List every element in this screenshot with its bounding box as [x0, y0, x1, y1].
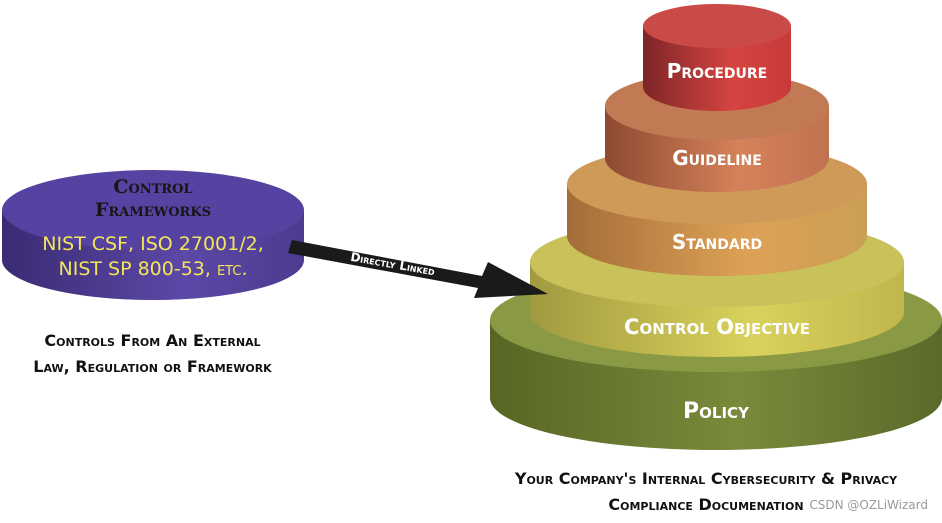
tier-policy-label: Policy: [683, 399, 750, 424]
left-caption-line1: Controls From An External: [44, 331, 261, 350]
watermark: CSDN @OZLiWizard: [809, 498, 928, 512]
frameworks-disk: Control Frameworks NIST CSF, ISO 27001/2…: [2, 170, 304, 300]
tier-control-objective-label: Control Objective: [624, 315, 810, 339]
tier-procedure: Procedure: [643, 4, 791, 111]
bottom-caption-line2: Compliance Documenation: [608, 495, 804, 514]
frameworks-body-line1: NIST CSF, ISO 27001/2,: [42, 233, 264, 255]
frameworks-body-line2: NIST SP 800-53, etc.: [59, 258, 248, 280]
tier-guideline-label: Guideline: [672, 146, 762, 170]
bottom-caption-line1: Your Company's Internal Cybersecurity & …: [514, 469, 898, 488]
left-caption-line2: Law, Regulation or Framework: [33, 357, 272, 376]
tier-standard-label: Standard: [672, 230, 762, 254]
tier-procedure-label: Procedure: [667, 59, 768, 83]
left-caption: Controls From An External Law, Regulatio…: [0, 328, 305, 380]
directly-linked-arrow: Directly Linked: [288, 240, 548, 298]
frameworks-title-line1: Control: [113, 176, 192, 198]
frameworks-title-line2: Frameworks: [95, 199, 211, 221]
bottom-caption: Your Company's Internal Cybersecurity & …: [470, 466, 942, 518]
arrow-label: Directly Linked: [349, 250, 436, 279]
